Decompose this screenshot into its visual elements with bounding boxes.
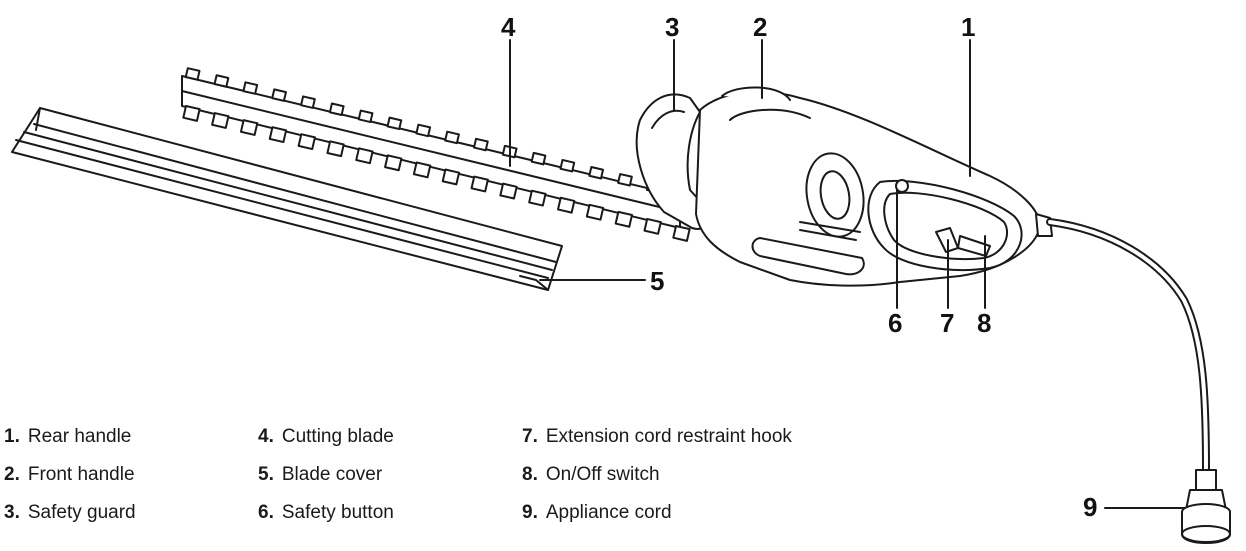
blade-tooth: [672, 225, 691, 242]
blade-tooth: [213, 74, 230, 88]
blade-tooth: [297, 133, 316, 151]
blade-tooth: [271, 88, 287, 102]
blade-tooth: [300, 95, 316, 109]
callout-6: 6: [888, 308, 902, 338]
blade-tooth: [355, 147, 374, 165]
blade-cover: [11, 107, 563, 291]
blade-tooth: [384, 154, 403, 172]
blade-tooth: [444, 130, 460, 145]
legend-item-9: 9.Appliance cord: [522, 502, 672, 523]
blade-tooth: [530, 151, 547, 166]
blade-tooth: [326, 140, 345, 158]
legend-item-2: 2.Front handle: [4, 464, 135, 485]
legend-item-1: 1.Rear handle: [4, 426, 132, 447]
blade-tooth: [268, 126, 288, 144]
blade-tooth: [617, 173, 633, 187]
blade-tooth: [473, 137, 489, 152]
callout-9: 9: [1083, 492, 1097, 522]
callout-4: 4: [501, 12, 516, 42]
blade-tooth: [415, 123, 432, 138]
blade-tooth: [242, 81, 259, 95]
blade-tooth: [441, 168, 461, 186]
legend-item-4: 4.Cutting blade: [258, 426, 394, 447]
cutting-blade: [181, 67, 691, 242]
blade-tooth: [528, 189, 547, 207]
blade-tooth: [239, 119, 259, 136]
blade-tooth: [412, 161, 432, 179]
callout-8: 8: [977, 308, 991, 338]
callout-leaders: [509, 39, 1186, 509]
blade-tooth: [559, 158, 576, 173]
blade-tooth: [588, 166, 605, 180]
callout-2: 2: [753, 12, 767, 42]
legend-item-7: 7.Extension cord restraint hook: [522, 426, 792, 447]
callout-5: 5: [650, 266, 664, 296]
legend-item-3: 3.Safety guard: [4, 502, 136, 523]
blade-tooth: [499, 182, 518, 200]
blade-tooth: [328, 102, 345, 116]
callout-1: 1: [961, 12, 975, 42]
legend-item-8: 8.On/Off switch: [522, 464, 660, 485]
blade-tooth: [386, 116, 403, 131]
blade-tooth: [557, 196, 576, 214]
blade-tooth: [643, 217, 662, 235]
blade-tooth: [585, 203, 605, 221]
blade-tooth: [182, 105, 201, 122]
appliance-cord: [1035, 213, 1231, 544]
legend-item-6: 6.Safety button: [258, 502, 394, 523]
blade-teeth-bottom: [182, 105, 691, 242]
blade-tooth: [614, 210, 633, 228]
blade-tooth: [470, 175, 489, 193]
legend-item-5: 5.Blade cover: [258, 464, 383, 485]
blade-tooth: [211, 112, 230, 129]
callout-7: 7: [940, 308, 954, 338]
callout-3: 3: [665, 12, 679, 42]
blade-tooth: [357, 109, 374, 124]
blade-tooth: [184, 67, 201, 81]
